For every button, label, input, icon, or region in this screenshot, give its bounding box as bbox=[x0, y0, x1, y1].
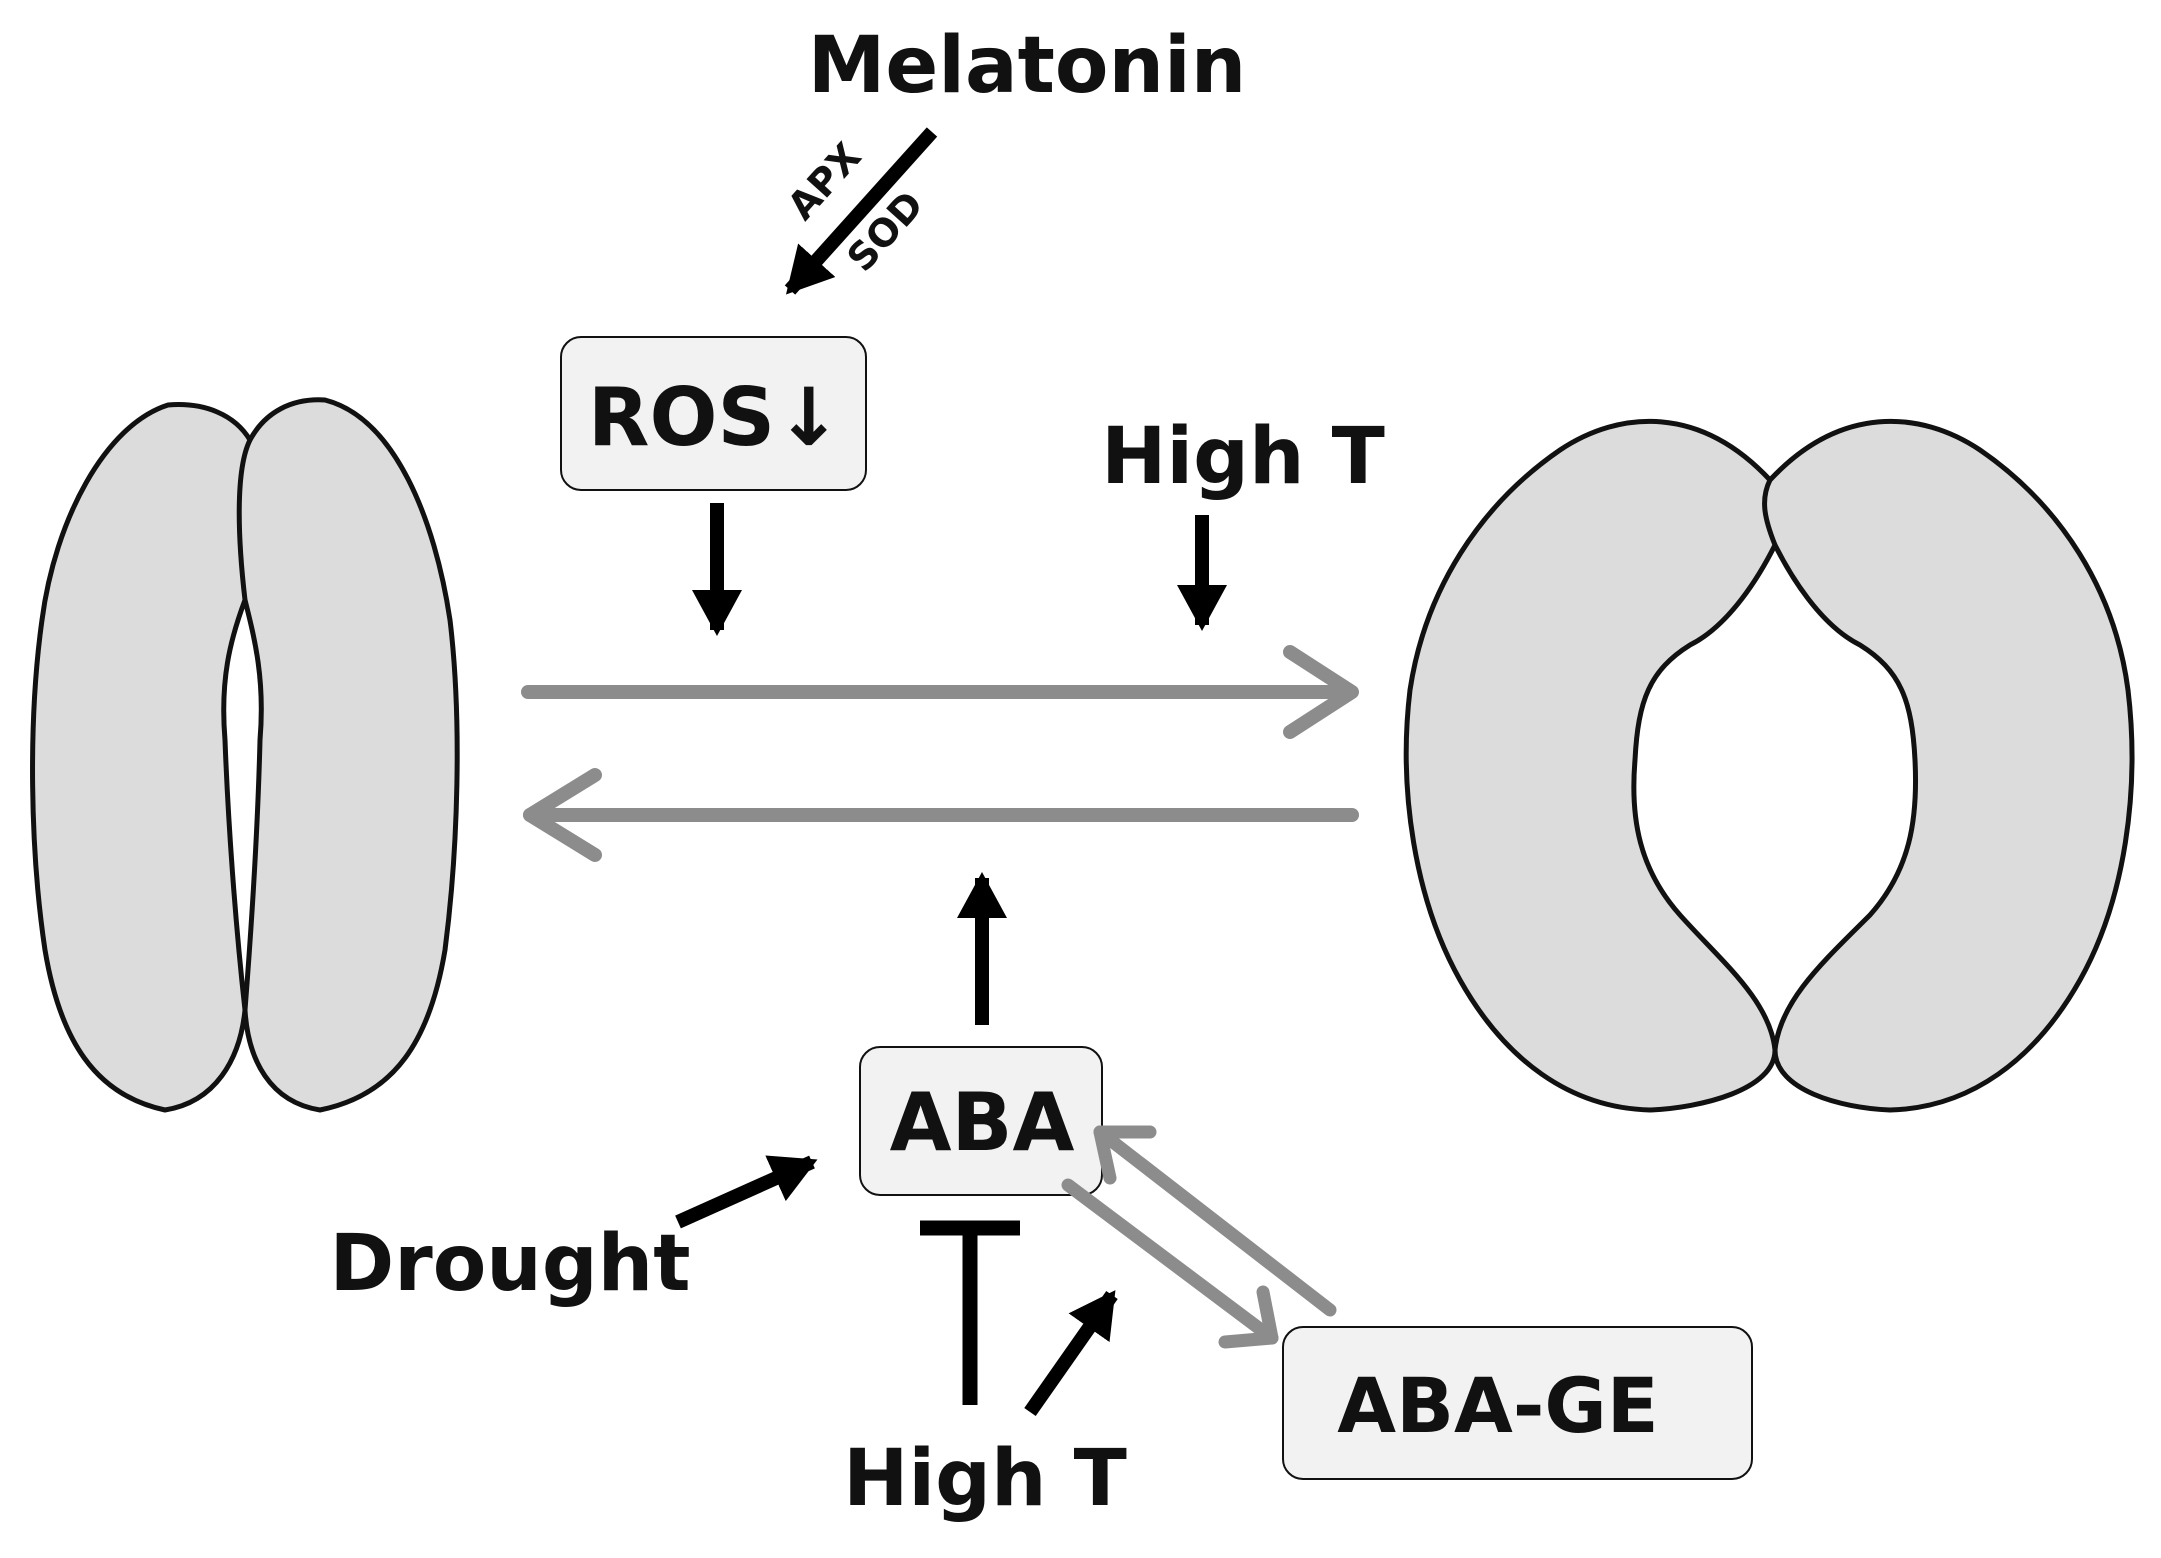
sod-label: SOD bbox=[838, 183, 932, 280]
drought-to-aba-arrow bbox=[675, 1155, 818, 1229]
high-t-inhibits-aba bbox=[920, 1220, 1020, 1405]
high-t-top-label: High T bbox=[1101, 412, 1385, 502]
melatonin-label: Melatonin bbox=[808, 21, 1247, 111]
aba-to-aba-ge-arrow bbox=[1061, 1178, 1279, 1349]
ros-box bbox=[560, 336, 867, 491]
open-stoma-icon bbox=[1403, 418, 2135, 1113]
melatonin-to-ros-arrow bbox=[784, 127, 938, 295]
high-t-to-conversion-arrow bbox=[1024, 1290, 1118, 1417]
aba-label: ABA bbox=[890, 1076, 1075, 1169]
aba-box bbox=[859, 1046, 1103, 1196]
high-t-bottom-label: High T bbox=[843, 1434, 1127, 1524]
aba-ge-box bbox=[1282, 1326, 1753, 1480]
closing-arrow bbox=[523, 768, 1359, 862]
ros-label: ROS↓ bbox=[588, 371, 842, 464]
aba-ge-to-aba-arrow bbox=[1093, 1125, 1337, 1317]
aba-ge-label: ABA-GE bbox=[1337, 1361, 1658, 1450]
opening-arrow bbox=[521, 645, 1359, 739]
drought-label: Drought bbox=[330, 1219, 691, 1309]
closed-stoma-icon bbox=[30, 397, 460, 1113]
